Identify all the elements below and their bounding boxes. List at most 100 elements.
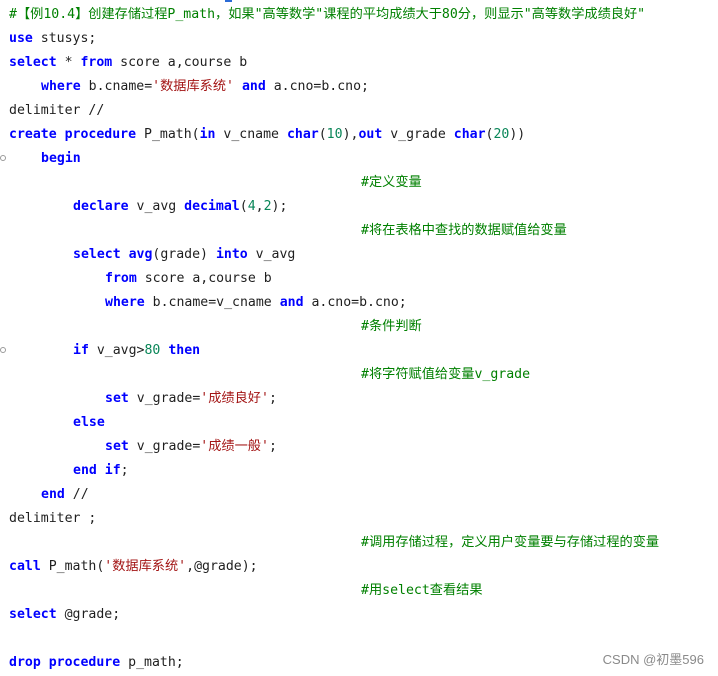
keyword-else: else xyxy=(73,415,105,430)
keyword-decimal: decimal xyxy=(184,199,240,214)
where-string: '数据库系统' xyxy=(152,79,234,94)
code-line-drop: drop procedure p_math; xyxy=(9,651,184,675)
code-line-set-1: set v_grade='成绩良好'; xyxy=(105,391,277,406)
call-string: '数据库系统' xyxy=(104,559,187,574)
delimiter-open: delimiter // xyxy=(9,103,105,118)
keyword-procedure: procedure xyxy=(64,127,137,142)
code-line-else: else xyxy=(73,411,105,435)
keyword-select-2: select xyxy=(73,247,121,262)
code-line-delimiter-open: delimiter // xyxy=(9,99,104,123)
keyword-where-2: where xyxy=(105,295,145,310)
code-line-comment-view: #用select查看结果 xyxy=(361,579,483,603)
set2-string: '成绩一般' xyxy=(200,439,269,454)
keyword-in: in xyxy=(199,127,216,142)
code-line-select: select * from score a,course b xyxy=(9,51,247,75)
comment-assign: #将在表格中查找的数据赋值给变量 xyxy=(361,223,567,238)
code-line-end: end // xyxy=(41,483,89,507)
decimal-precision: 4 xyxy=(247,199,256,214)
keyword-set-1: set xyxy=(105,391,129,406)
code-line-select-into: select avg(grade) into v_avg xyxy=(73,243,295,267)
keyword-drop: drop xyxy=(9,655,41,670)
code-line-call: call P_math('数据库系统',@grade); xyxy=(9,555,258,579)
keyword-char-2: char xyxy=(453,127,486,142)
keyword-char-1: char xyxy=(286,127,319,142)
code-line-begin: begin xyxy=(41,147,81,171)
end-rest: // xyxy=(64,487,89,502)
keyword-declare: declare xyxy=(73,199,129,214)
comment-define-var: #定义变量 xyxy=(361,175,422,190)
code-line-comment-assign: #将在表格中查找的数据赋值给变量 xyxy=(361,219,567,243)
keyword-use: use xyxy=(9,31,33,46)
char1-length: 10 xyxy=(326,127,343,142)
param2: v_grade xyxy=(382,127,454,142)
keyword-end: end xyxy=(41,487,65,502)
set1-var: v_grade= xyxy=(128,391,201,406)
code-line-create: create procedure P_math(in v_cname char(… xyxy=(9,127,526,142)
where-cond: b.cname= xyxy=(80,79,153,94)
code-line-comment-title: #【例10.4】创建存储过程P_math，如果"高等数学"课程的平均成绩大于80… xyxy=(9,3,645,27)
code-line-use: use stusys; xyxy=(9,27,96,51)
and2-cond: a.cno=b.cno; xyxy=(303,295,407,310)
code-line-if: if v_avg>80 then xyxy=(73,339,200,363)
keyword-and: and xyxy=(241,79,266,94)
code-line-set-2: set v_grade='成绩一般'; xyxy=(105,439,277,454)
code-line-comment-assign-str: #将字符赋值给变量v_grade xyxy=(361,363,530,387)
call-fn: P_math( xyxy=(40,559,105,574)
keyword-out: out xyxy=(358,127,383,142)
proc-name: P_math( xyxy=(136,127,200,142)
comment-view: #用select查看结果 xyxy=(361,583,483,598)
from-tables: score a,course b xyxy=(112,55,248,70)
code-line-comment-call: #调用存储过程，定义用户变量要与存储过程的变量 xyxy=(361,531,659,555)
comment-call: #调用存储过程，定义用户变量要与存储过程的变量 xyxy=(361,535,660,550)
comment-condition: #条件判断 xyxy=(361,319,422,334)
code-line-declare: declare v_avg decimal(4,2); xyxy=(73,199,288,214)
keyword-set-2: set xyxy=(105,439,129,454)
decimal-scale: 2 xyxy=(263,199,272,214)
watermark-text: CSDN @初墨596 xyxy=(602,652,704,667)
keyword-end-if: end if xyxy=(73,463,121,478)
keyword-drop-procedure: procedure xyxy=(48,655,121,670)
declare-var: v_avg xyxy=(128,199,185,214)
and-cond: a.cno=b.cno; xyxy=(265,79,369,94)
keyword-into: into xyxy=(215,247,248,262)
paren-close-1: ), xyxy=(342,127,359,142)
code-line-from-2: from score a,course b xyxy=(105,267,272,291)
code-line-comment-define: #定义变量 xyxy=(361,171,422,195)
code-line-select-grade: select @grade; xyxy=(9,603,120,627)
keyword-if: if xyxy=(73,343,89,358)
keyword-from-2: from xyxy=(105,271,137,286)
keyword-from: from xyxy=(80,55,113,70)
if-cond: v_avg> xyxy=(88,343,145,358)
keyword-and-2: and xyxy=(279,295,304,310)
param1: v_cname xyxy=(215,127,287,142)
delimiter-close: delimiter ; xyxy=(9,511,97,526)
fold-icon-begin[interactable] xyxy=(0,155,6,161)
keyword-then: then xyxy=(168,343,201,358)
drop-name: p_math; xyxy=(120,655,184,670)
keyword-where: where xyxy=(41,79,81,94)
code-line-where: where b.cname='数据库系统' and a.cno=b.cno; xyxy=(41,75,369,99)
code-line-where-2: where b.cname=v_cname and a.cno=b.cno; xyxy=(105,291,407,315)
call-rest: ,@grade); xyxy=(186,559,258,574)
from2-tables: score a,course b xyxy=(136,271,272,286)
keyword-select-3: select xyxy=(9,607,57,622)
char2-length: 20 xyxy=(493,127,510,142)
where2-cond: b.cname=v_cname xyxy=(144,295,280,310)
comment-assign-str: #将字符赋值给变量v_grade xyxy=(361,367,531,382)
keyword-avg: avg xyxy=(128,247,153,262)
text-cursor xyxy=(225,0,232,2)
into-var: v_avg xyxy=(247,247,296,262)
code-line-delimiter-close: delimiter ; xyxy=(9,507,96,531)
code-line-comment-condition: #条件判断 xyxy=(361,315,422,339)
avg-arg: (grade) xyxy=(152,247,216,262)
keyword-create: create xyxy=(9,127,57,142)
set2-var: v_grade= xyxy=(128,439,201,454)
if-number: 80 xyxy=(144,343,161,358)
fold-icon-if[interactable] xyxy=(0,347,6,353)
keyword-call: call xyxy=(9,559,41,574)
select-star: * xyxy=(56,55,81,70)
use-db: stusys; xyxy=(32,31,97,46)
comment-title: #【例10.4】创建存储过程P_math，如果"高等数学"课程的平均成绩大于80… xyxy=(9,7,646,22)
set1-string: '成绩良好' xyxy=(200,391,269,406)
